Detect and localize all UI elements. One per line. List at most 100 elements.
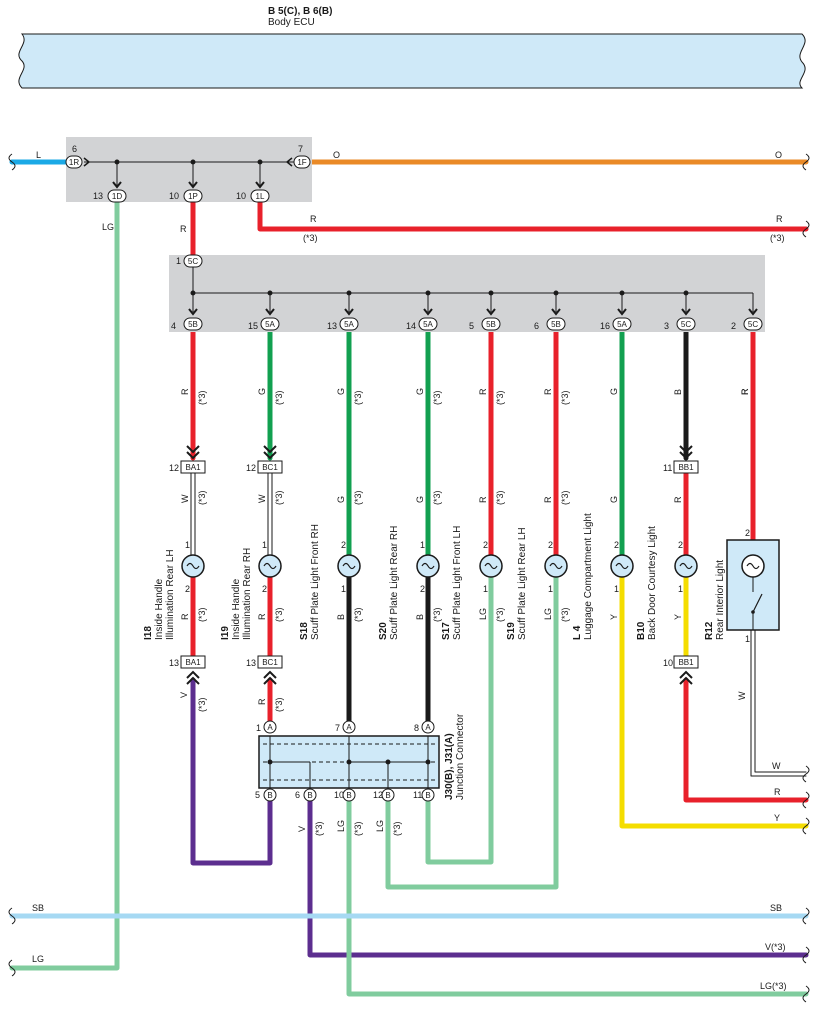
- pin-top: 2: [678, 540, 683, 550]
- connector-bb1-top[interactable]: 11 BB1: [663, 445, 699, 474]
- pin-bottom: 1: [548, 584, 553, 594]
- connector-code: 5B: [188, 320, 198, 329]
- connector-code: BB1: [678, 463, 694, 472]
- wire-label-top: R: [673, 496, 683, 503]
- pin-bottom: 2: [262, 584, 267, 594]
- body-ecu-box[interactable]: [18, 33, 806, 89]
- pin-number: 13: [93, 191, 103, 201]
- wire-label-bottom: R: [180, 613, 190, 620]
- wire-label: G: [609, 388, 619, 395]
- filament-icon: [549, 562, 563, 570]
- wire-note-top: (*3): [353, 490, 363, 505]
- connector-1r[interactable]: [65, 155, 83, 169]
- wire-note-top: (*3): [432, 490, 442, 505]
- pin-number: 12: [373, 790, 383, 800]
- chevron-right-icon: [285, 157, 293, 167]
- pin-code: B: [425, 791, 430, 800]
- wire-note: (*3): [495, 390, 505, 405]
- wire-note-top: (*3): [197, 490, 207, 505]
- wire-label: LG: [102, 222, 114, 232]
- edge-label-w: W: [772, 761, 781, 771]
- lower-jb-input[interactable]: 1 5C: [176, 254, 203, 268]
- wire-label-w: W: [737, 691, 747, 700]
- pin-number: 6: [534, 321, 539, 331]
- pin-number: 12: [246, 463, 256, 473]
- wire-label: R: [740, 388, 750, 395]
- switch-icon: [752, 593, 763, 613]
- filament-icon: [615, 562, 629, 570]
- connector-code: 5A: [423, 320, 433, 329]
- connector-code: 5C: [681, 320, 691, 329]
- pin-bottom: 2: [420, 584, 425, 594]
- pin-number: 10: [663, 658, 673, 668]
- wire-note: (*3): [392, 821, 402, 836]
- connector-ba1-bottom[interactable]: 13 BA1: [169, 655, 206, 685]
- upper-output-1p[interactable]: 10 1P R: [169, 181, 203, 234]
- connector-bc1-bottom[interactable]: 13 BC1: [246, 655, 283, 685]
- pin-code: B: [385, 791, 390, 800]
- wire-note-bottom: (*3): [274, 607, 284, 622]
- pin-number: 10: [169, 191, 179, 201]
- edge-label-sb: SB: [770, 903, 782, 913]
- connector-1f[interactable]: [293, 155, 311, 169]
- lamp-id: B10: [636, 621, 647, 640]
- pin-number: 13: [246, 658, 256, 668]
- upper-output-1d[interactable]: 13 1D LG: [93, 181, 127, 232]
- connector-code: BA1: [185, 463, 201, 472]
- filament-icon: [679, 562, 693, 570]
- connector-bb1-bottom[interactable]: 10 BB1: [663, 655, 699, 685]
- wire-label-bottom: LG: [543, 608, 553, 620]
- pin-number: 5: [469, 321, 474, 331]
- wire-label: G: [257, 388, 267, 395]
- wire-label: V: [297, 826, 307, 832]
- wire-note-right: (*3): [770, 233, 785, 243]
- connector-ba1-top[interactable]: 12 BA1: [169, 445, 206, 474]
- lamp-name: Inside Handle: [154, 578, 165, 640]
- lamp-id: S19: [506, 622, 517, 640]
- wire-label-bottom: B: [336, 614, 346, 620]
- connector-code: 5B: [551, 320, 561, 329]
- connector-code: 1L: [256, 192, 265, 201]
- wire-label-v: V: [179, 692, 189, 698]
- edge-label-lg-left: LG: [32, 954, 44, 964]
- wire-j-lg: [346, 795, 809, 997]
- connector-bc1-top[interactable]: 12 BC1: [246, 445, 283, 474]
- junction-connector[interactable]: J30(B), J31(A) Junction Connector: [258, 713, 466, 800]
- upper-output-1l[interactable]: 10 1L R (*3) R (*3): [236, 181, 785, 243]
- wire-note-top: (*3): [274, 490, 284, 505]
- wire-label-top: W: [257, 494, 267, 503]
- connector-code: 5C: [188, 257, 198, 266]
- pin-number: 16: [600, 321, 610, 331]
- junction-code: J30(B), J31(A): [444, 733, 455, 800]
- rear-interior-light[interactable]: [726, 539, 780, 631]
- pin-number: 5: [255, 790, 260, 800]
- pin-number: 1: [176, 256, 181, 266]
